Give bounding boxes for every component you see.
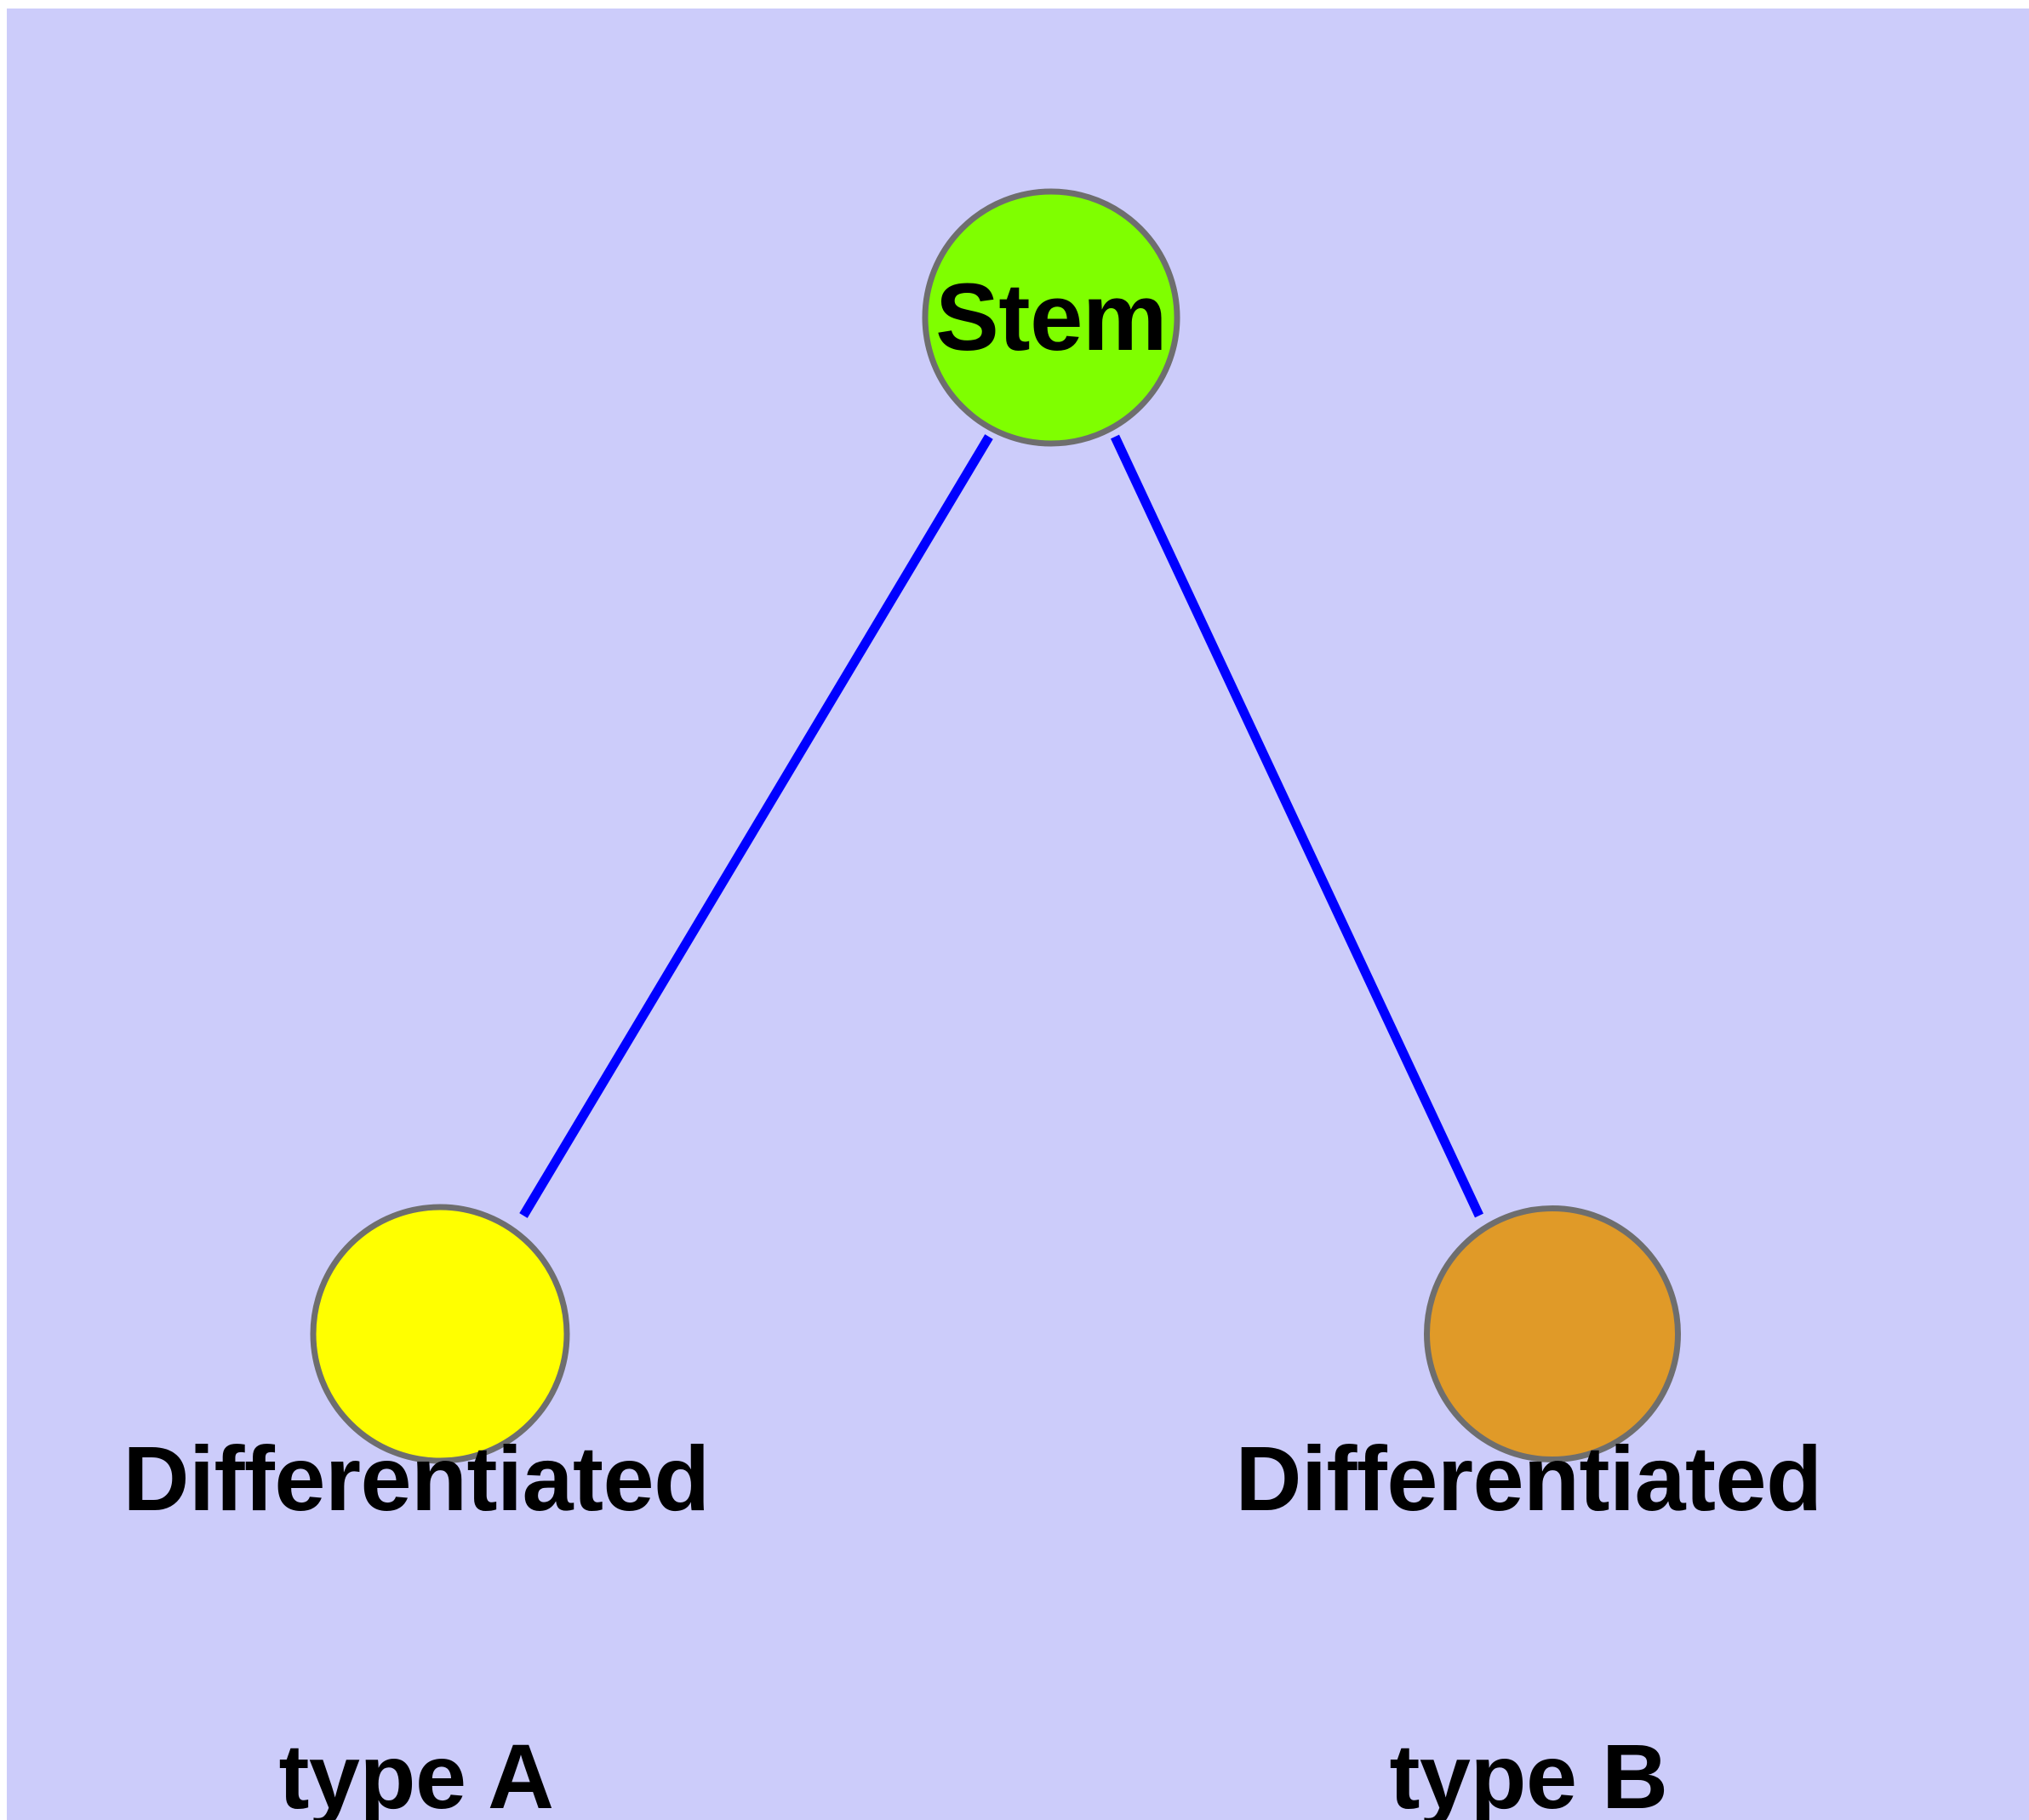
- edge-stem-to-diff-b: [1111, 434, 1483, 1218]
- node-circle-stem[interactable]: [922, 188, 1180, 447]
- node-circle-diff-a[interactable]: [310, 1204, 570, 1464]
- edges-layer: [519, 434, 1483, 1218]
- node-circle-diff-b[interactable]: [1424, 1205, 1681, 1462]
- nodes-layer: [310, 188, 1681, 1464]
- edge-stem-to-diff-a: [519, 434, 993, 1218]
